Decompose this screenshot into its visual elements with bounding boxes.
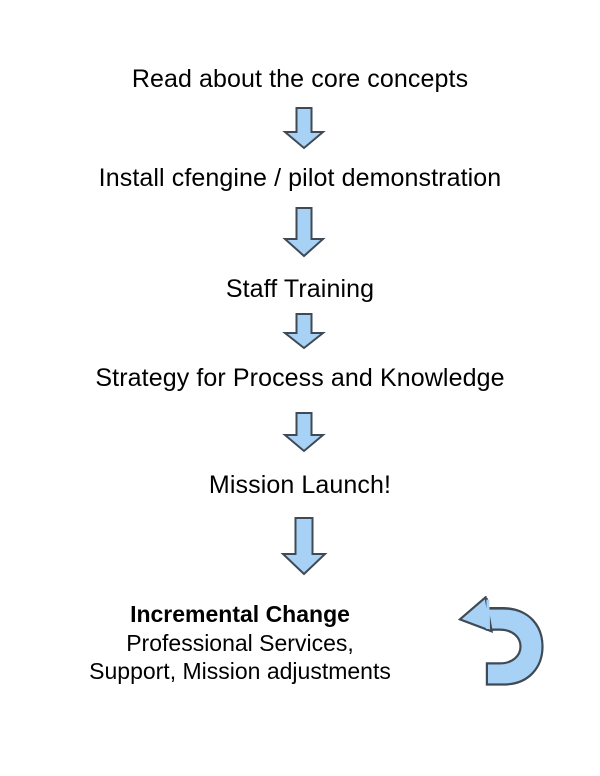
loop-arrow-icon bbox=[457, 596, 544, 686]
flow-step-mission-launch: Mission Launch! bbox=[208, 471, 392, 499]
arrow-down-5 bbox=[0, 517, 600, 576]
flow-step-strategy-process-knowledge: Strategy for Process and Knowledge bbox=[95, 364, 505, 392]
arrow-down-icon bbox=[282, 107, 326, 150]
flow-step-install-cfengine: Install cfengine / pilot demonstration bbox=[98, 164, 502, 192]
final-block-line-2: Support, Mission adjustments bbox=[89, 658, 391, 684]
flow-step-staff-training: Staff Training bbox=[225, 275, 375, 303]
arrow-down-icon bbox=[282, 313, 326, 350]
final-block-text: Incremental Change Professional Services… bbox=[0, 600, 480, 685]
curved-loop-arrow bbox=[456, 596, 548, 690]
arrow-down-4 bbox=[0, 412, 600, 453]
arrow-down-icon bbox=[282, 207, 326, 258]
arrow-down-3 bbox=[0, 313, 600, 350]
arrow-down-1 bbox=[0, 107, 600, 150]
arrow-down-icon bbox=[282, 412, 326, 453]
flow-step-read-about-core-concepts: Read about the core concepts bbox=[131, 65, 469, 93]
final-block-line-1: Professional Services, bbox=[126, 630, 354, 656]
arrow-down-2 bbox=[0, 207, 600, 258]
final-block-heading: Incremental Change bbox=[130, 601, 350, 627]
arrow-down-icon bbox=[280, 517, 328, 576]
